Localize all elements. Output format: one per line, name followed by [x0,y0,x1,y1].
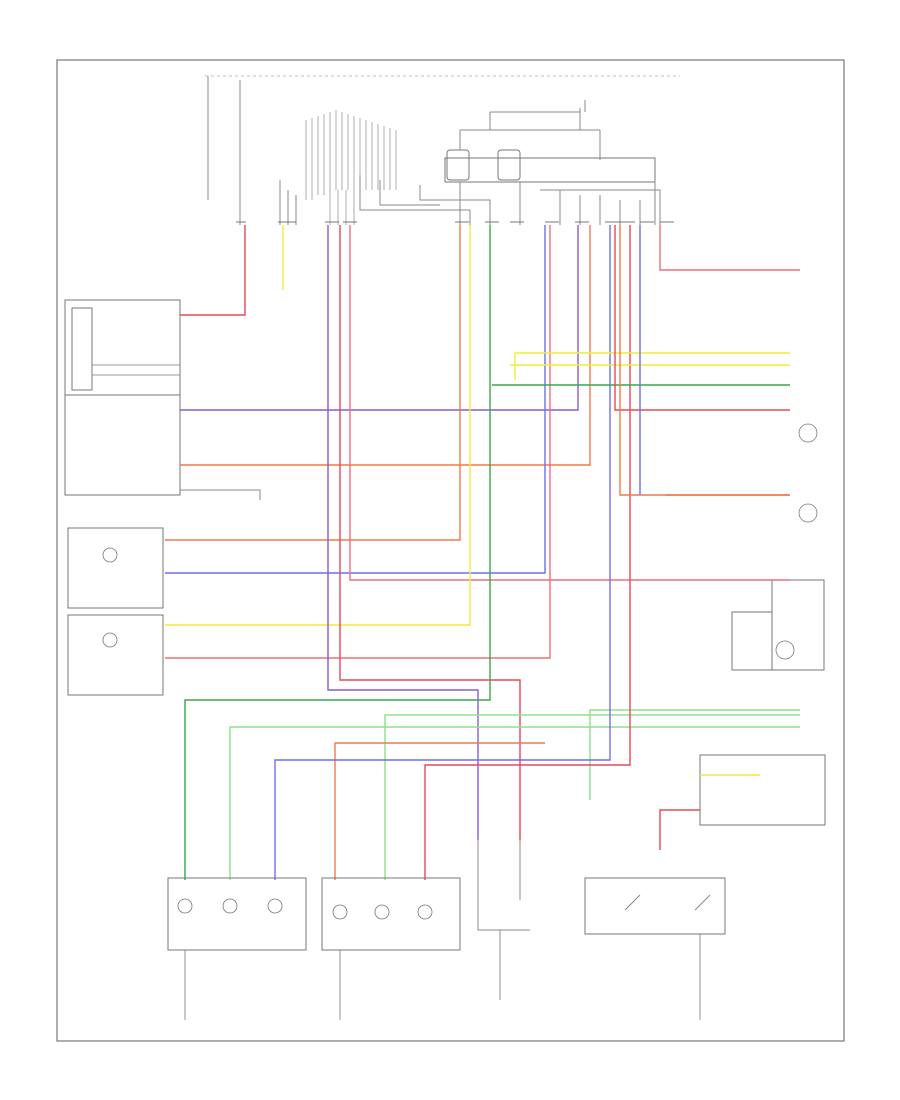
left-mid-module [64,394,261,500]
bottom-components [167,840,726,1020]
top-harness [205,75,680,225]
left-top-module [64,299,181,396]
right-sensors [699,423,826,826]
diagram-frame [56,59,845,1042]
left-lower-module [67,527,164,696]
wire-set [165,225,800,880]
